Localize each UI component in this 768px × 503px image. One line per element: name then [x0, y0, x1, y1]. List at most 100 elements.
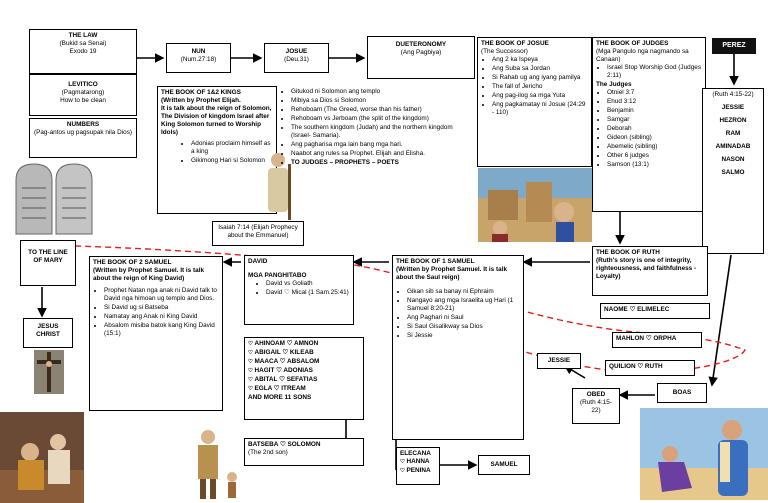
list-item: Gikimong Hari si Solomon: [191, 157, 273, 165]
batseba-box: BATSEBA ♡ SOLOMON (The 2nd son): [244, 438, 364, 466]
naome-text: NAOME ♡ ELIMELEC: [604, 306, 670, 313]
jesus-christ-box: JESUS CHRIST: [23, 318, 73, 348]
lineage-name: RAM: [725, 130, 741, 137]
naome-box: NAOME ♡ ELIMELEC: [600, 303, 710, 319]
jessie-box: JESSIE: [537, 353, 581, 369]
deut-sub: (Ang Pagbiya): [400, 49, 442, 56]
book-judges-list1: Israel Stop Worship God (Judges 2:11): [596, 64, 702, 80]
jessie-text: JESSIE: [547, 357, 571, 364]
goliath-image: [198, 430, 237, 499]
josue-ref: (Deu.31): [284, 56, 309, 63]
list-item: Gikan sib sa banay ni Ephraim: [407, 288, 520, 296]
numbers-title: NUMBERS: [66, 121, 100, 128]
list-item: Gideon (sibling): [607, 134, 702, 142]
deuteronomy-box: DUETERONOMY (Ang Pagbiya): [367, 36, 475, 79]
list-item: Samgar: [607, 116, 702, 124]
list-item: Ang Suba sa Jordan: [492, 65, 588, 73]
isaiah-text: Isaiah 7:14 (Elijah Prophecy about the E…: [218, 224, 298, 239]
samuel-text: SAMUEL: [490, 461, 518, 468]
list-item: Adonias proclaim himself as a king: [191, 140, 273, 156]
kings-events-box: Gitukod ni Solomon ang templo Mibiya sa …: [277, 86, 477, 222]
list-item: Si Rahab ug ang iyang pamilya: [492, 74, 588, 82]
list-item: David ♡ Mical (1 Sam.25:41): [266, 289, 350, 297]
elecana-title: ELECANA: [400, 450, 431, 457]
jesus-christ-text: JESUS CHRIST: [36, 323, 60, 338]
list-item: Naabot ang rules sa Prophet. Elijah and …: [291, 150, 474, 158]
list-item: Mibiya sa Dios si Solomon: [291, 97, 474, 105]
list-item: Abemelic (sibling): [607, 143, 702, 151]
book-of-ruth-box: THE BOOK OF RUTH (Ruth's story is one of…: [592, 246, 708, 296]
david-wives-list: AHINOAM ♡ AMNON ABIGAIL ♡ KILEAB MAACA ♡…: [248, 340, 360, 393]
ruth-title: THE BOOK OF RUTH: [596, 249, 660, 256]
line-of-mary-text: TO THE LINE OF MARY: [28, 249, 68, 264]
mahlon-box: MAHLON ♡ ORPHA: [612, 332, 702, 348]
book-judges-sub: (Mga Pangulo nga nagmando sa Canaan): [596, 48, 689, 63]
deut-title: DUETERONOMY: [395, 41, 447, 48]
batseba-note: (The 2nd son): [248, 449, 288, 456]
book-josue-title: THE BOOK OF JOSUE: [481, 40, 549, 47]
list-item: HAGIT ♡ ADONIAS: [248, 367, 360, 375]
obed-ref: (Ruth 4:15-22): [580, 399, 612, 414]
list-item: Namatay ang Anak ni King David: [104, 313, 219, 321]
lineage-name: SALMO: [721, 169, 745, 176]
book-of-judges-box: THE BOOK OF JUDGES (Mga Pangulo nga nagm…: [592, 37, 706, 212]
list-item: EGLA ♡ ITREAM: [248, 385, 360, 393]
list-item: Ang pagkamatay ni Josue (24:29 - 110): [492, 101, 588, 117]
numbers-sub: (Pag-antos ug pagsupak nila Dios): [33, 129, 133, 136]
list-item: Ang pag-ilog sa mga Yuta: [492, 92, 588, 100]
list-item: Deborah: [607, 125, 702, 133]
elecana-box: ELECANA HANNA PENINA: [396, 447, 440, 485]
law-box: THE LAW (Bukid sa Senai) Exodo 19: [29, 29, 137, 74]
book-of-josue-box: THE BOOK OF JOSUE (The Successor) Ang 2 …: [477, 37, 592, 167]
list-item: ABITAL ♡ SEFATIAS: [248, 376, 360, 384]
samuel2-title: THE BOOK OF 2 SAMUEL: [93, 259, 172, 266]
list-item: Gitukod ni Solomon ang templo: [291, 88, 474, 96]
list-item: Si David ug si Batseba: [104, 304, 219, 312]
lineage-box: (Ruth 4:15-22) JESSIE HEZRON RAM AMINADA…: [702, 88, 764, 254]
list-item: AHINOAM ♡ AMNON: [248, 340, 360, 348]
book-josue-sub: (The Successor): [481, 48, 528, 55]
obed-box: OBED (Ruth 4:15-22): [572, 388, 620, 424]
list-item: HANNA: [400, 458, 436, 466]
lineage-ref: (Ruth 4:15-22): [712, 91, 754, 98]
list-item: Absalom misiba batok kang King David (15…: [104, 322, 219, 338]
samuel1-sub: (Written by Prophet Samuel. It is talk a…: [396, 266, 508, 281]
david-bathsheba-painting: [0, 412, 84, 503]
kings-list: Adonias proclaim himself as a king Gikim…: [161, 140, 273, 165]
lineage-name: AMINADAB: [715, 143, 751, 150]
josue-title: JOSUE: [285, 48, 308, 55]
levitico-box: LEVITICO (Pagmatarong) How to be clean: [29, 74, 137, 116]
law-ref: Exodo 19: [69, 48, 97, 55]
list-item: The fall of Jericho: [492, 83, 588, 91]
kings-events-list: Gitukod ni Solomon ang templo Mibiya sa …: [280, 88, 474, 167]
numbers-box: NUMBERS (Pag-antos ug pagsupak nila Dios…: [29, 118, 137, 158]
book-judges-list2: Otniel 3:7 Ehud 3:12 Benjamin Samgar Deb…: [596, 89, 702, 169]
obed-title: OBED: [586, 391, 606, 398]
samuel1-title: THE BOOK OF 1 SAMUEL: [396, 258, 475, 265]
list-item: Nangayo ang mga Israelita ug Hari (1 Sam…: [407, 297, 520, 313]
lineage-name: JESSIE: [721, 104, 745, 111]
levitico-desc: How to be clean: [60, 97, 106, 104]
list-item: Prophet Natan nga anak ni David talk to …: [104, 287, 219, 303]
list-item: Si Saul Gisalikway sa Dios: [407, 323, 520, 331]
quilion-text: QUILION ♡ RUTH: [609, 363, 663, 370]
crucifix-image: [34, 350, 64, 394]
levitico-title: LEVITICO: [68, 81, 98, 88]
list-item: TO JUDGES – PROPHETS – POETS: [291, 159, 474, 167]
nun-title: NUN: [191, 48, 206, 55]
list-item: Rehoboam (The Greed, worse than his fath…: [291, 106, 474, 114]
david-sub: MGA PANGHITABO: [248, 272, 307, 279]
ruth-desc: (Ruth's story is one of integrity, right…: [596, 257, 697, 280]
book-josue-list: Ang 2 ka Ispeya Ang Suba sa Jordan Si Ra…: [481, 56, 588, 117]
list-item: David vs Goliath: [266, 280, 350, 288]
isaiah-box: Isaiah 7:14 (Elijah Prophecy about the E…: [212, 221, 304, 246]
list-item: Ang pagharisa mga lain bang mga hari.: [291, 141, 474, 149]
samuel2-sub: (Written by Prophet Samuel. It is talk a…: [93, 267, 205, 282]
david-title: DAVID: [248, 258, 268, 265]
kings-sub: (Written by Prophet Elijah.: [161, 97, 241, 104]
list-item: PENINA: [400, 467, 436, 475]
list-item: Other 6 judges: [607, 152, 702, 160]
david-box: DAVID MGA PANGHITABO David vs Goliath Da…: [244, 255, 354, 325]
quilion-box: QUILION ♡ RUTH: [605, 360, 695, 376]
book-of-2-samuel-box: THE BOOK OF 2 SAMUEL (Written by Prophet…: [89, 256, 223, 411]
